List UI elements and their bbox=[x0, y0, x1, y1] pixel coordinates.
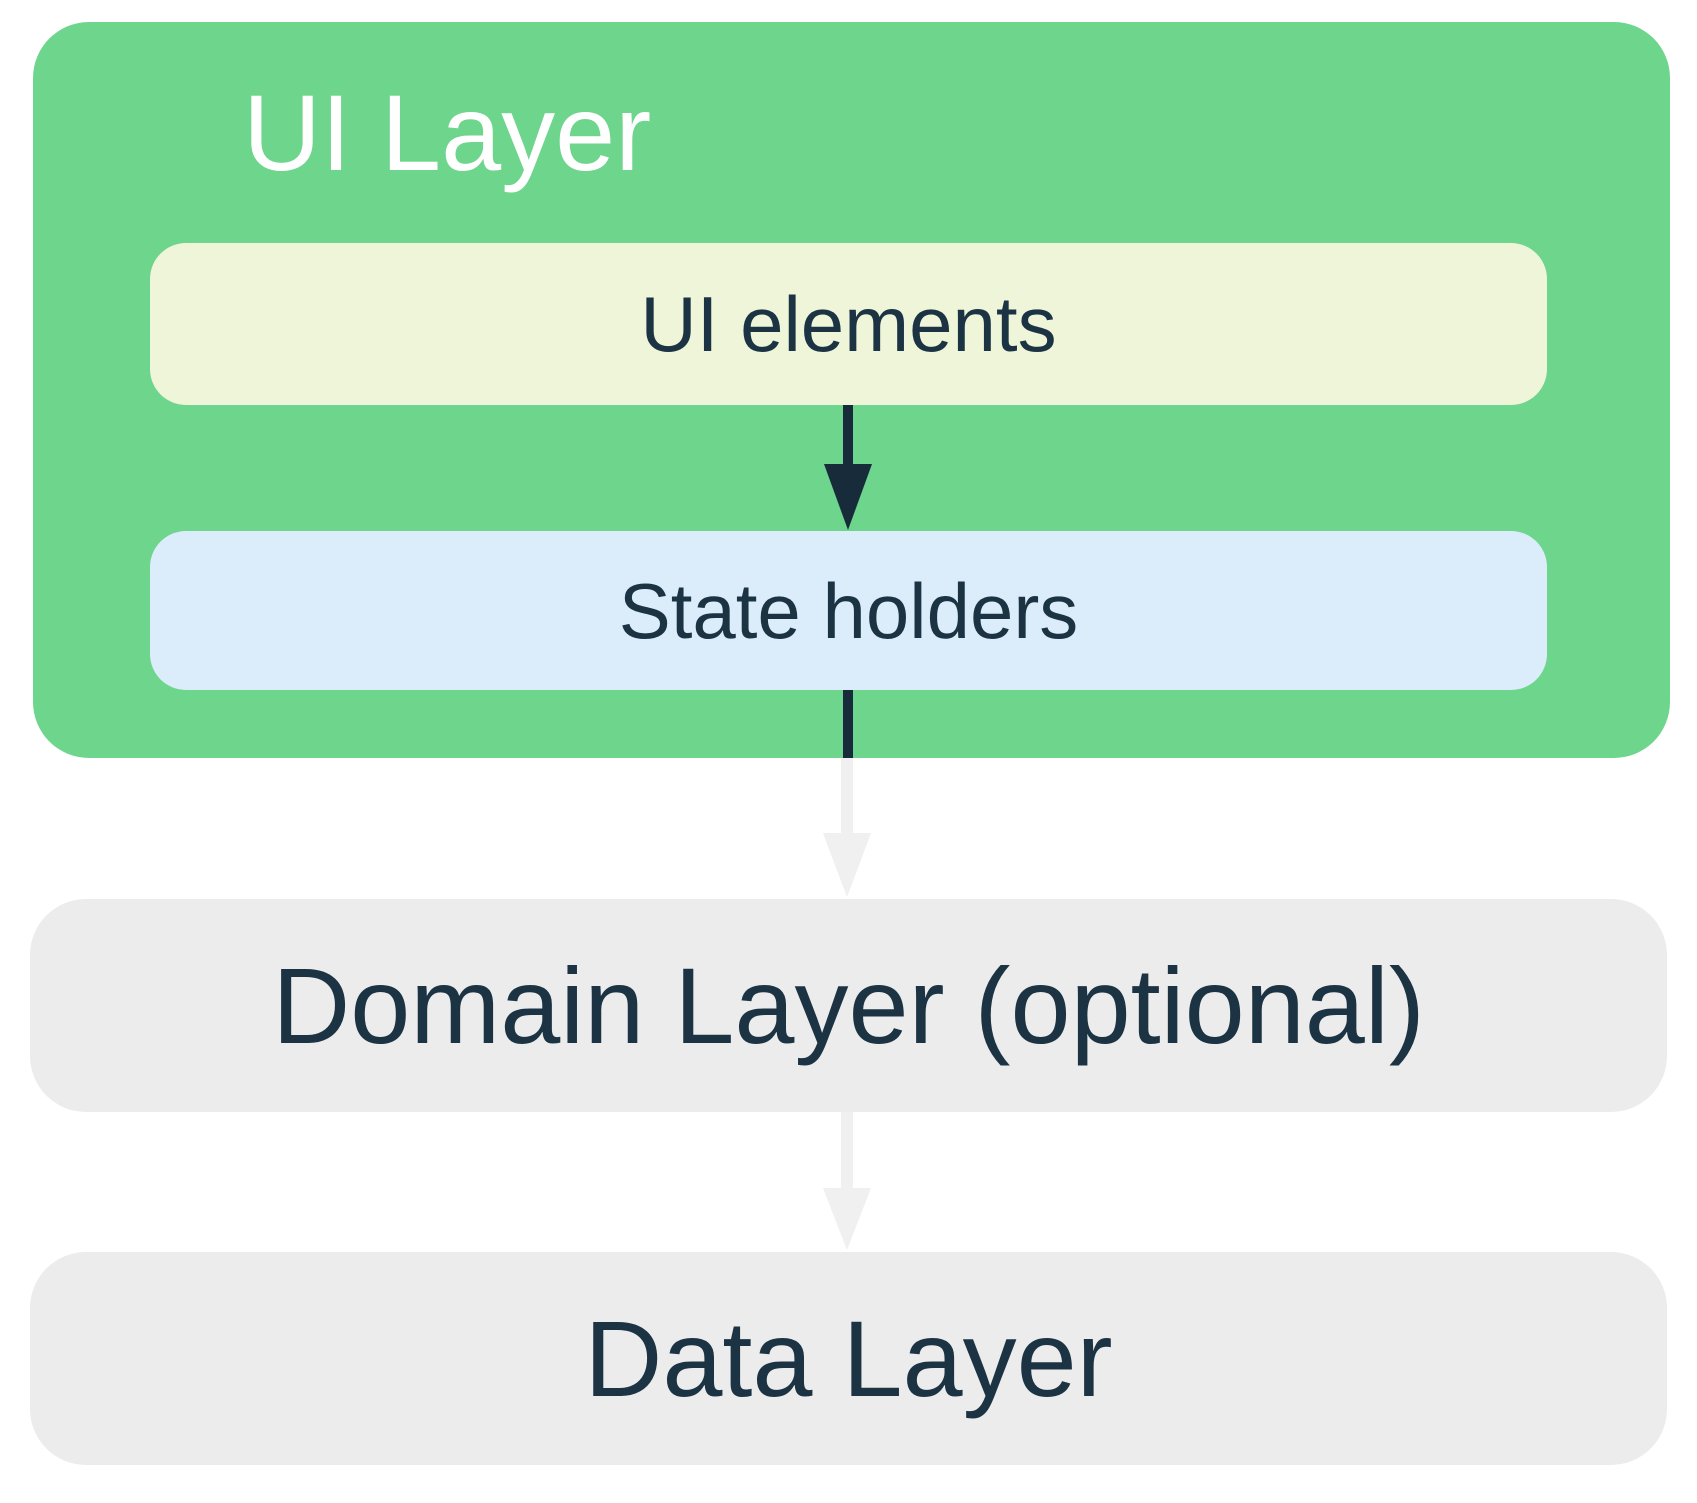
domain-layer-box: Domain Layer (optional) bbox=[30, 899, 1667, 1112]
ui-elements-label: UI elements bbox=[640, 280, 1057, 368]
arrow-down-icon bbox=[823, 833, 871, 897]
state-holders-label: State holders bbox=[618, 566, 1079, 655]
ui-layer-title: UI Layer bbox=[243, 71, 652, 193]
arrow-down-icon bbox=[824, 464, 872, 530]
arrow-state-holders-to-domain-light-segment bbox=[841, 758, 853, 834]
arrow-down-icon bbox=[823, 1188, 871, 1250]
domain-layer-label: Domain Layer (optional) bbox=[272, 944, 1425, 1066]
data-layer-label: Data Layer bbox=[584, 1297, 1113, 1419]
ui-layer-title-row: UI Layer bbox=[243, 22, 651, 243]
data-layer-box: Data Layer bbox=[30, 1252, 1667, 1465]
state-holders-box: State holders bbox=[150, 531, 1547, 690]
ui-layer-box: UI Layer UI elements State holders bbox=[33, 22, 1670, 758]
arrow-ui-elements-to-state-holders-line bbox=[843, 405, 853, 465]
ui-elements-box: UI elements bbox=[150, 243, 1547, 405]
arrow-domain-to-data-line bbox=[841, 1112, 853, 1189]
arrow-state-holders-to-domain-dark-segment bbox=[843, 690, 853, 758]
